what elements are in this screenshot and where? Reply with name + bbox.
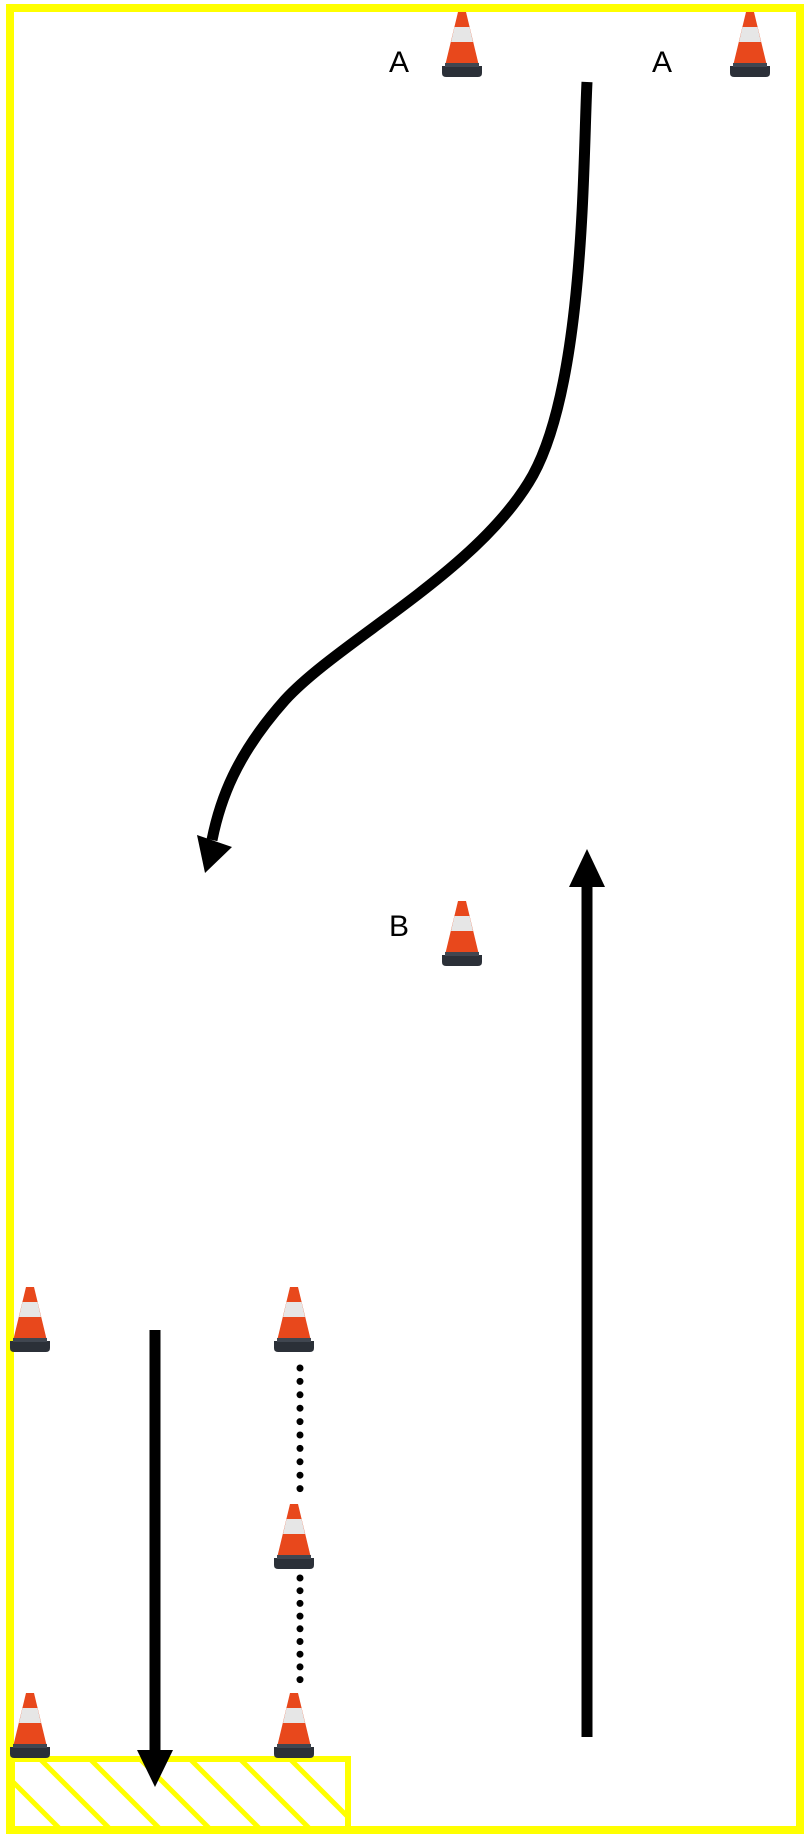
traffic-cone-icon [442, 901, 482, 966]
traffic-cone-icon [274, 1693, 314, 1758]
cone-label-a-left: A [389, 46, 409, 79]
traffic-cone-icon [274, 1287, 314, 1352]
traffic-cone-icon [10, 1287, 50, 1352]
curved-path-arrow [197, 81, 593, 873]
traffic-cone-icon [10, 1693, 50, 1758]
cone-label-a-right: A [652, 46, 672, 79]
down-arrow [137, 1330, 173, 1787]
hatched-start-zone [9, 1756, 351, 1833]
field-boundary [6, 4, 804, 1834]
up-arrow [569, 849, 605, 1737]
traffic-cone-icon [274, 1504, 314, 1569]
traffic-cone-icon [442, 12, 482, 77]
cone-label-b: B [389, 910, 409, 943]
traffic-cone-icon [730, 12, 770, 77]
